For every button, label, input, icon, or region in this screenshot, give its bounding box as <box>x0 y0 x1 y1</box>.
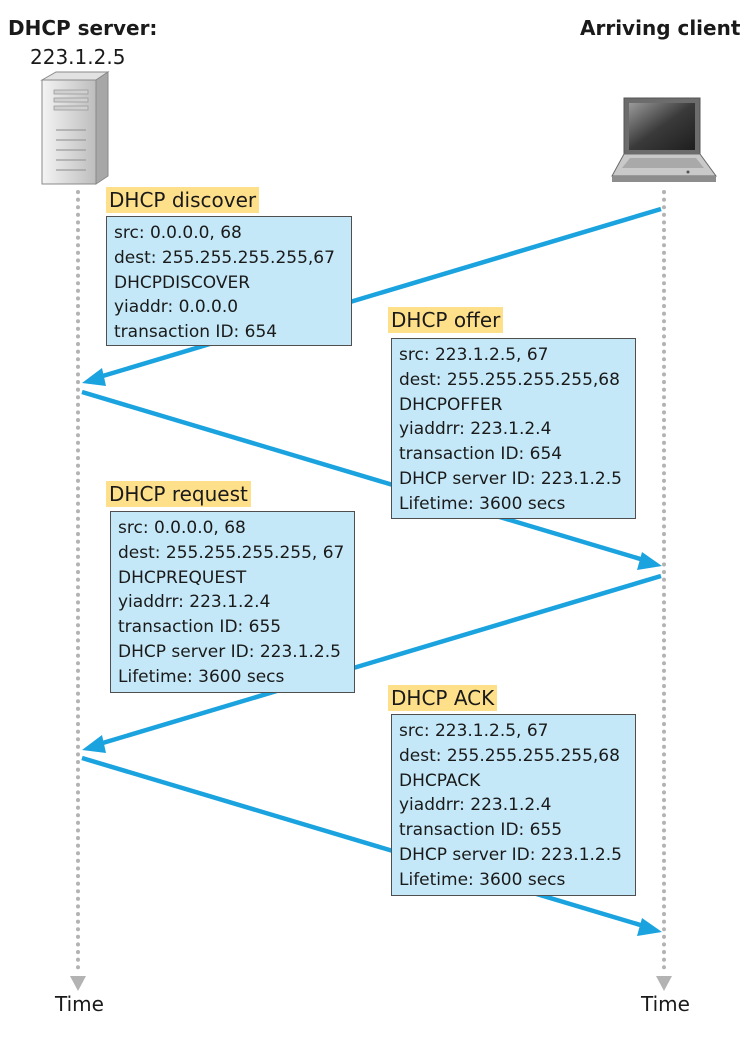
message-field: dest: 255.255.255.255,68 <box>399 369 620 390</box>
laptop-icon <box>611 97 717 182</box>
server-tower-icon <box>40 71 110 185</box>
message-field: yiaddrr: 223.1.2.4 <box>399 795 552 816</box>
message-field: yiaddrr: 223.1.2.4 <box>399 419 552 440</box>
discover-message-box: src: 0.0.0.0, 68 dest: 255.255.255.255,6… <box>106 216 352 346</box>
offer-message-box: src: 223.1.2.5, 67 dest: 255.255.255.255… <box>391 338 636 519</box>
arrow-request <box>82 573 662 753</box>
message-field: Lifetime: 3600 secs <box>118 666 285 687</box>
message-field: dest: 255.255.255.255,68 <box>399 745 620 766</box>
arrow-discover <box>82 206 662 386</box>
message-field: dest: 255.255.255.255, 67 <box>118 542 345 563</box>
message-field: DHCP server ID: 223.1.2.5 <box>399 468 622 489</box>
arrow-offer <box>81 389 662 570</box>
message-field: dest: 255.255.255.255,67 <box>114 247 335 268</box>
offer-tag: DHCP offer <box>388 307 504 333</box>
message-field: Lifetime: 3600 secs <box>399 493 566 514</box>
server-timeline <box>70 190 86 991</box>
arrow-ack <box>81 755 662 936</box>
server-time-label: Time <box>55 992 104 1016</box>
message-field: transaction ID: 654 <box>114 322 278 343</box>
client-label: Arriving client <box>580 16 741 40</box>
message-field: DHCP server ID: 223.1.2.5 <box>118 641 341 662</box>
request-tag: DHCP request <box>106 481 251 507</box>
request-message-box: src: 0.0.0.0, 68 dest: 255.255.255.255, … <box>110 511 355 693</box>
message-field: src: 223.1.2.5, 67 <box>399 721 549 741</box>
message-field: transaction ID: 655 <box>399 820 563 841</box>
server-label: DHCP server: <box>8 16 158 40</box>
message-field: transaction ID: 654 <box>399 444 563 465</box>
client-time-label: Time <box>641 992 690 1016</box>
message-field: src: 223.1.2.5, 67 <box>399 345 549 365</box>
message-field: Lifetime: 3600 secs <box>399 869 566 890</box>
message-field: DHCP server ID: 223.1.2.5 <box>399 844 622 865</box>
message-field: yiaddr: 0.0.0.0 <box>114 297 239 318</box>
message-field: src: 0.0.0.0, 68 <box>118 518 246 538</box>
message-field: transaction ID: 655 <box>118 617 282 638</box>
client-timeline <box>656 190 672 991</box>
message-field: DHCPREQUEST <box>118 567 247 588</box>
discover-tag: DHCP discover <box>106 187 260 213</box>
message-field: yiaddrr: 223.1.2.4 <box>118 592 271 613</box>
ack-message-box: src: 223.1.2.5, 67 dest: 255.255.255.255… <box>391 714 636 896</box>
message-field: DHCPDISCOVER <box>114 272 251 293</box>
message-field: DHCPOFFER <box>399 394 503 415</box>
message-field: DHCPACK <box>399 770 481 791</box>
message-field: src: 0.0.0.0, 68 <box>114 223 242 243</box>
server-address: 223.1.2.5 <box>30 45 126 69</box>
ack-tag: DHCP ACK <box>388 685 498 711</box>
